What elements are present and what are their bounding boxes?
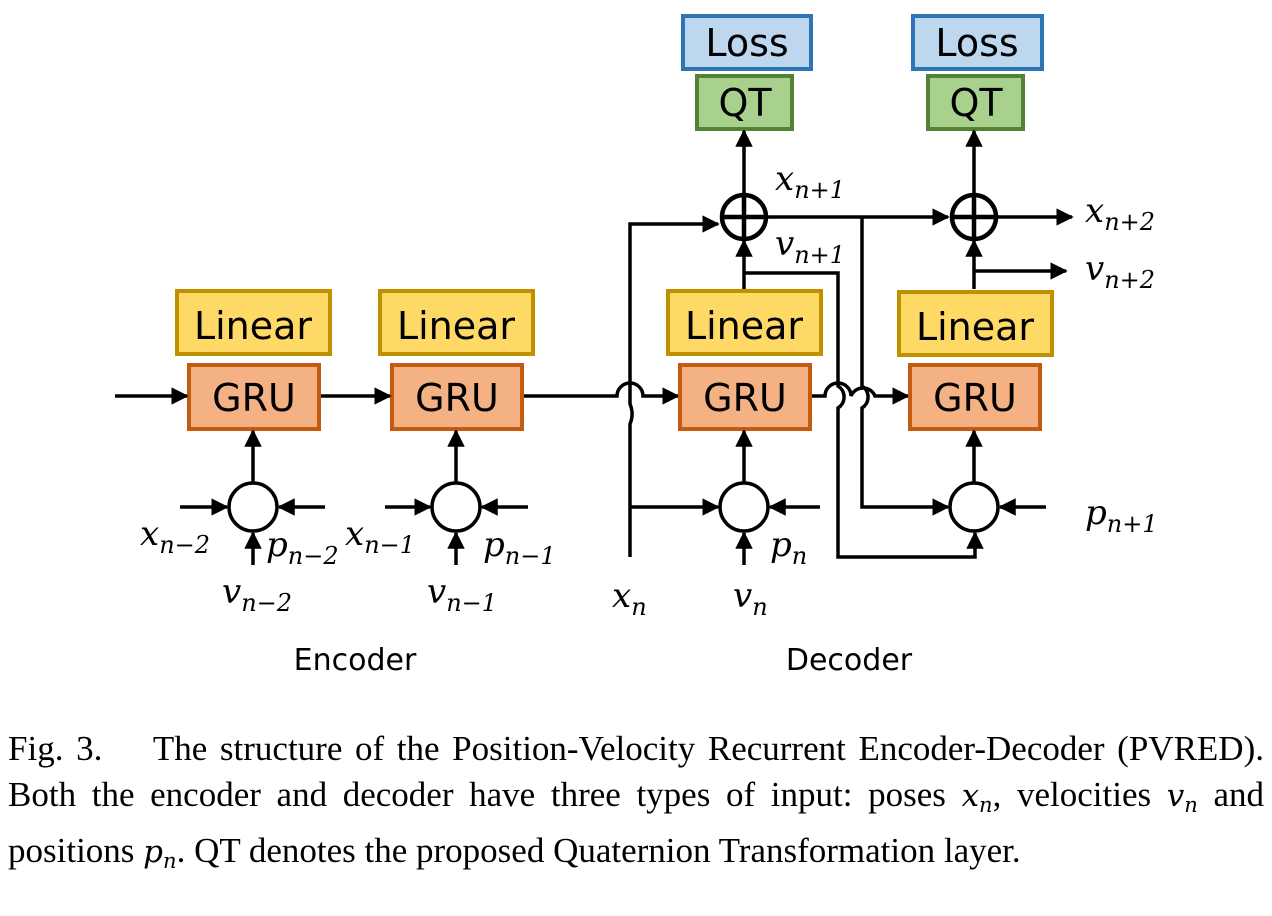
var-p-n-plus-1: pn+1 [1085,493,1158,538]
pvred-diagram: Linear GRU Linear GRU Loss QT Linear GRU [115,14,1158,678]
gru-block [390,363,524,431]
var-p-n-minus-1: pn−1 [483,525,556,570]
var-p-n: pn [770,525,807,570]
linear-block [897,290,1054,357]
sum-node [949,192,999,242]
var-x-n: xn [612,576,647,621]
var-v-n-plus-2: vn+2 [1085,249,1155,294]
caption-var-v-n: vn [1166,778,1198,817]
var-v-n-minus-2: vn−2 [222,572,292,617]
loss-label: Loss [705,21,788,65]
figure-caption: Fig. 3. The structure of the Position-Ve… [8,726,1264,884]
encoder-label: Encoder [294,643,417,678]
decoder-label: Decoder [786,643,913,678]
gru-block [678,363,812,431]
sum-node [719,192,769,242]
caption-label: Fig. 3. [8,729,103,768]
caption-text: and positions [8,775,1272,870]
caption-text: , velocities [992,775,1167,814]
qt-label: QT [949,81,1003,125]
linear-label: Linear [397,304,515,348]
qt-block [695,74,794,131]
gru-block [908,363,1042,431]
linear-block [175,289,332,356]
concat-node [430,481,482,533]
var-v-n-minus-1: vn−1 [427,572,497,617]
gru-block [187,363,321,431]
concat-node [948,481,1000,533]
caption-var-x-n: xn [961,778,993,817]
var-v-n: vn [733,576,768,621]
gru-label: GRU [933,376,1017,420]
caption-var-p-n: pn [143,834,177,873]
gru-label: GRU [703,376,787,420]
loss-block [681,14,813,71]
linear-label: Linear [194,304,312,348]
var-p-n-minus-2: pn−2 [266,525,339,570]
var-x-n-plus-2: xn+2 [1085,191,1155,236]
gru-label: GRU [415,376,499,420]
linear-label: Linear [685,304,803,348]
qt-block [926,74,1025,131]
linear-block [666,289,823,356]
linear-label: Linear [916,305,1034,349]
linear-block [378,289,535,356]
var-x-n-plus-1: xn+1 [775,159,845,204]
caption-text: . QT denotes the proposed Quaternion Tra… [176,831,1021,870]
loss-label: Loss [935,21,1018,65]
gru-label: GRU [212,376,296,420]
var-x-n-minus-1: xn−1 [345,514,415,559]
loss-block [911,14,1044,71]
qt-label: QT [718,81,772,125]
caption-text: The structure of the Position-Velocity R… [8,729,1272,814]
concat-node [718,481,770,533]
var-v-n-plus-1: vn+1 [775,224,845,269]
var-x-n-minus-2: xn−2 [140,514,210,559]
concat-node [227,481,279,533]
